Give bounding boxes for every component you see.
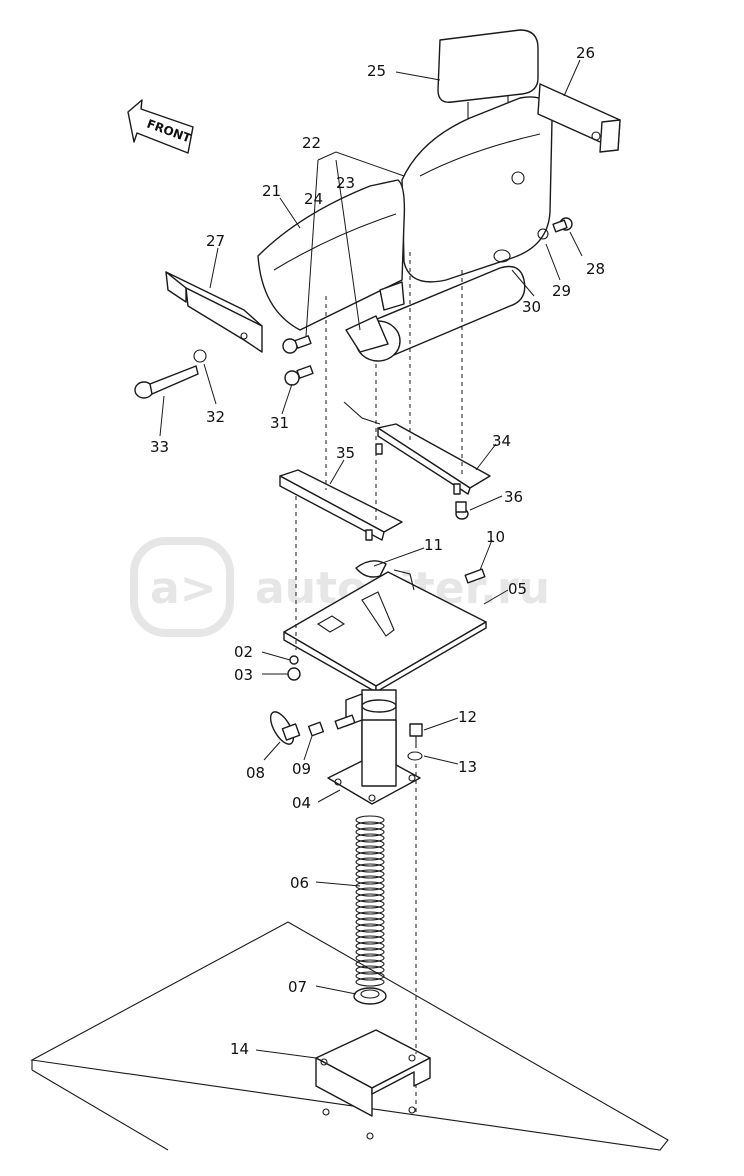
spring-coil xyxy=(355,917,385,927)
spring-coil xyxy=(355,845,385,855)
spring-coil xyxy=(355,941,385,951)
spring-seat xyxy=(353,987,387,1005)
callout-33: 33 xyxy=(150,438,169,456)
spring-coil xyxy=(355,893,385,903)
spring-coil xyxy=(355,833,385,843)
callout-09: 09 xyxy=(292,760,311,778)
leader-lines xyxy=(159,59,583,1059)
spring-coil xyxy=(355,857,385,867)
spring-coil xyxy=(355,863,385,873)
slide-rail-35 xyxy=(279,469,469,541)
spring-coil xyxy=(355,953,385,963)
callout-07: 07 xyxy=(288,978,307,996)
spring-coil xyxy=(355,977,385,987)
callout-03: 03 xyxy=(234,666,253,684)
spring-coil xyxy=(355,971,385,981)
spring-coil xyxy=(355,923,385,933)
slide-rail-34 xyxy=(343,401,491,495)
callout-08: 08 xyxy=(246,764,265,782)
callout-28: 28 xyxy=(586,260,605,278)
spring-coil xyxy=(355,959,385,969)
bracket-23 xyxy=(345,281,405,353)
hardware-top xyxy=(134,217,573,399)
spring-coil xyxy=(355,935,385,945)
callout-31: 31 xyxy=(270,414,289,432)
watermark-badge: a> xyxy=(150,563,217,614)
alignment-lines xyxy=(295,252,463,1114)
armrest-left xyxy=(165,271,263,353)
callout-29: 29 xyxy=(552,282,571,300)
seat-back xyxy=(401,96,553,283)
bolt-12 xyxy=(407,723,423,761)
floor-bracket xyxy=(315,1029,431,1140)
callout-05: 05 xyxy=(508,580,527,598)
callout-23: 23 xyxy=(336,174,355,192)
knob-and-pin xyxy=(269,655,356,745)
spring-coil xyxy=(355,899,385,909)
spring-coil xyxy=(355,851,385,861)
front-arrow: FRONT xyxy=(127,99,194,154)
armrest-right xyxy=(537,83,621,153)
callout-32: 32 xyxy=(206,408,225,426)
callout-30: 30 xyxy=(522,298,541,316)
spring-coil xyxy=(355,815,385,825)
callout-26: 26 xyxy=(576,44,595,62)
spring-coil xyxy=(355,839,385,849)
seat-cushion xyxy=(257,179,406,331)
callout-36: 36 xyxy=(504,488,523,506)
callouts: 25 26 22 24 23 21 27 28 29 30 31 32 33 3… xyxy=(150,44,605,1058)
callout-27: 27 xyxy=(206,232,225,250)
spring-coil xyxy=(355,929,385,939)
spring-coil xyxy=(355,887,385,897)
support-column xyxy=(327,689,421,805)
spring-coil xyxy=(355,869,385,879)
callout-22: 22 xyxy=(302,134,321,152)
callout-11: 11 xyxy=(424,536,443,554)
callout-14: 14 xyxy=(230,1040,249,1058)
spring-coil xyxy=(355,947,385,957)
spring-coil xyxy=(355,827,385,837)
callout-21: 21 xyxy=(262,182,281,200)
callout-10: 10 xyxy=(486,528,505,546)
callout-24: 24 xyxy=(304,190,323,208)
spring-coil xyxy=(355,875,385,885)
floor-plate xyxy=(30,921,669,1151)
callout-02: 02 xyxy=(234,643,253,661)
callout-06: 06 xyxy=(290,874,309,892)
callout-35: 35 xyxy=(336,444,355,462)
spring xyxy=(355,815,385,987)
spring-coil xyxy=(355,905,385,915)
callout-13: 13 xyxy=(458,758,477,776)
callout-34: 34 xyxy=(492,432,511,450)
callout-12: 12 xyxy=(458,708,477,726)
spring-coil xyxy=(355,821,385,831)
spring-coil xyxy=(355,911,385,921)
spring-coil xyxy=(355,965,385,975)
callout-04: 04 xyxy=(292,794,311,812)
callout-25: 25 xyxy=(367,62,386,80)
